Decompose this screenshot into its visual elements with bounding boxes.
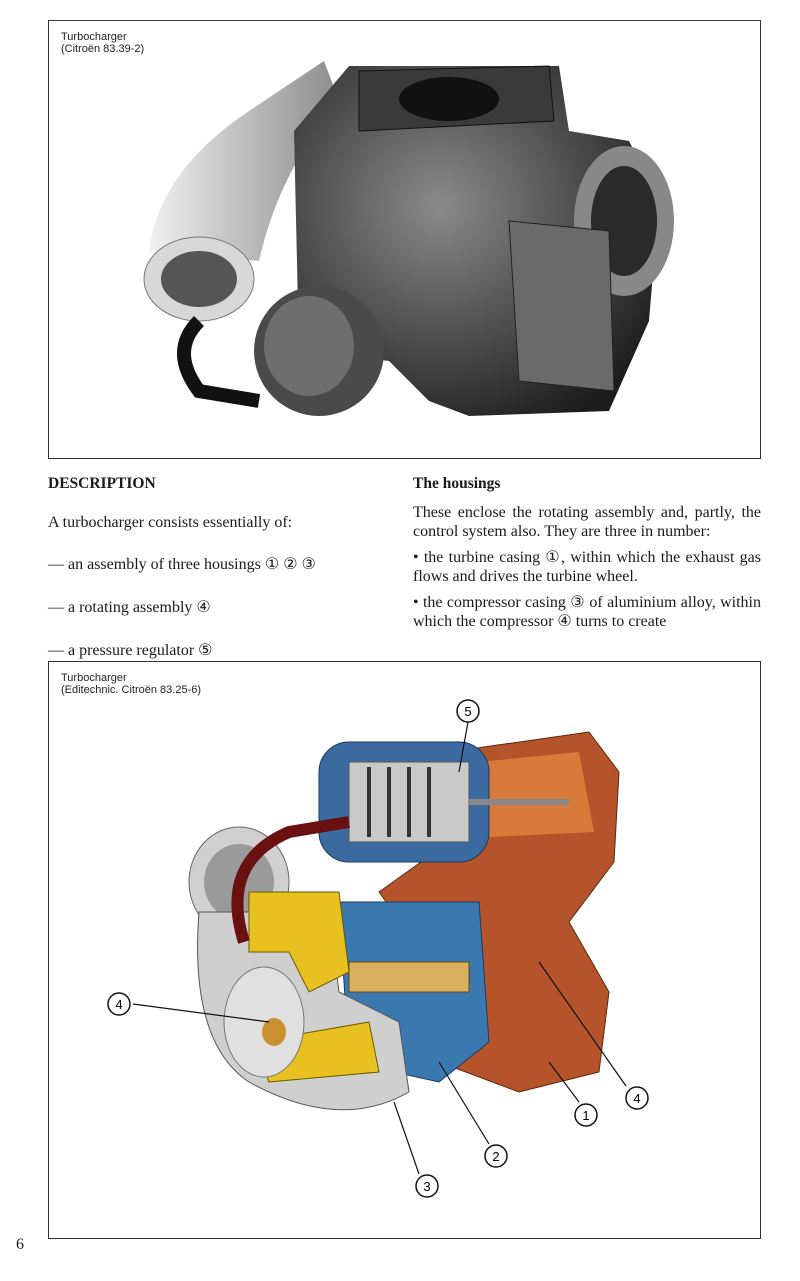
caption-reference: (Citroën 83.39-2) bbox=[61, 43, 145, 55]
callout-4-right: 4 bbox=[625, 1086, 649, 1110]
bullet-item: • the compressor casing ③ of aluminium a… bbox=[413, 594, 761, 630]
housings-column: The housings These enclose the rotating … bbox=[413, 474, 761, 631]
callout-4-left: 4 bbox=[107, 992, 131, 1016]
caption-title: Turbocharger bbox=[61, 31, 127, 43]
list-item: — a pressure regulator ⑤ bbox=[48, 642, 213, 659]
bullet-item: • the turbine casing ①, within which the… bbox=[413, 549, 761, 585]
callout-markers: 5 4 4 1 2 3 bbox=[107, 699, 649, 1198]
callout-2: 2 bbox=[484, 1144, 508, 1168]
callout-label: 5 bbox=[464, 704, 471, 719]
figure-caption: Turbocharger (Citroën 83.39-2) bbox=[61, 31, 144, 55]
figure-caption: Turbocharger (Editechnic. Citroën 83.25-… bbox=[61, 672, 201, 696]
callout-label: 4 bbox=[633, 1091, 640, 1106]
section-heading-housings: The housings bbox=[413, 475, 501, 492]
list-item: — an assembly of three housings ① ② ③ bbox=[48, 556, 316, 573]
callout-1: 1 bbox=[574, 1103, 598, 1127]
turbocharger-photo bbox=[143, 61, 674, 416]
caption-reference: (Editechnic. Citroën 83.25-6) bbox=[61, 684, 202, 696]
housings-paragraph: These enclose the rotating assembly and,… bbox=[413, 504, 761, 540]
callout-3: 3 bbox=[415, 1174, 439, 1198]
callout-label: 3 bbox=[423, 1179, 430, 1194]
list-item: — a rotating assembly ④ bbox=[48, 599, 211, 616]
intro-text: A turbocharger consists essentially of: bbox=[48, 514, 293, 531]
figure-turbocharger-photo: Turbocharger (Citroën 83.39-2) bbox=[48, 20, 761, 459]
callout-label: 2 bbox=[492, 1149, 499, 1164]
description-column: DESCRIPTION A turbocharger consists esse… bbox=[48, 474, 388, 660]
callout-label: 1 bbox=[582, 1108, 589, 1123]
figure-turbocharger-cutaway: Turbocharger (Editechnic. Citroën 83.25-… bbox=[48, 661, 761, 1239]
caption-title: Turbocharger bbox=[61, 672, 127, 684]
callout-label: 4 bbox=[115, 997, 122, 1012]
turbocharger-cutaway-diagram: 5 4 4 1 2 3 bbox=[107, 699, 649, 1198]
callout-5: 5 bbox=[456, 699, 480, 723]
page-number: 6 bbox=[16, 1236, 24, 1253]
section-heading-description: DESCRIPTION bbox=[48, 475, 156, 492]
